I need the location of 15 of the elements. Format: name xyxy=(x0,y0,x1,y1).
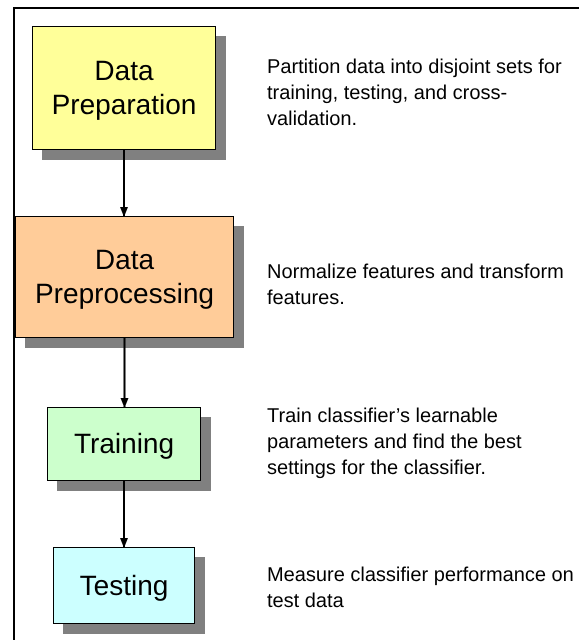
arrow xyxy=(120,150,128,217)
process-box xyxy=(32,26,216,150)
process-box xyxy=(15,216,234,338)
arrow xyxy=(120,338,128,408)
box-label: Data Preparation xyxy=(51,54,197,122)
arrow xyxy=(120,481,128,548)
description-text: Train classifier’s learnable parameters and find the best settings for the classifier. xyxy=(267,404,523,481)
process-box xyxy=(53,547,195,624)
box-label: Training xyxy=(74,427,174,461)
box-label: Testing xyxy=(80,568,168,602)
box-label: Data Preprocessing xyxy=(34,243,215,311)
description-text: Normalize features and transform features. xyxy=(267,260,565,311)
process-box xyxy=(47,407,201,481)
description-text: Measure classifier performance on test data xyxy=(267,563,575,614)
description-text: Partition data into disjoint sets for training, testing, and cross-validation. xyxy=(267,55,563,132)
